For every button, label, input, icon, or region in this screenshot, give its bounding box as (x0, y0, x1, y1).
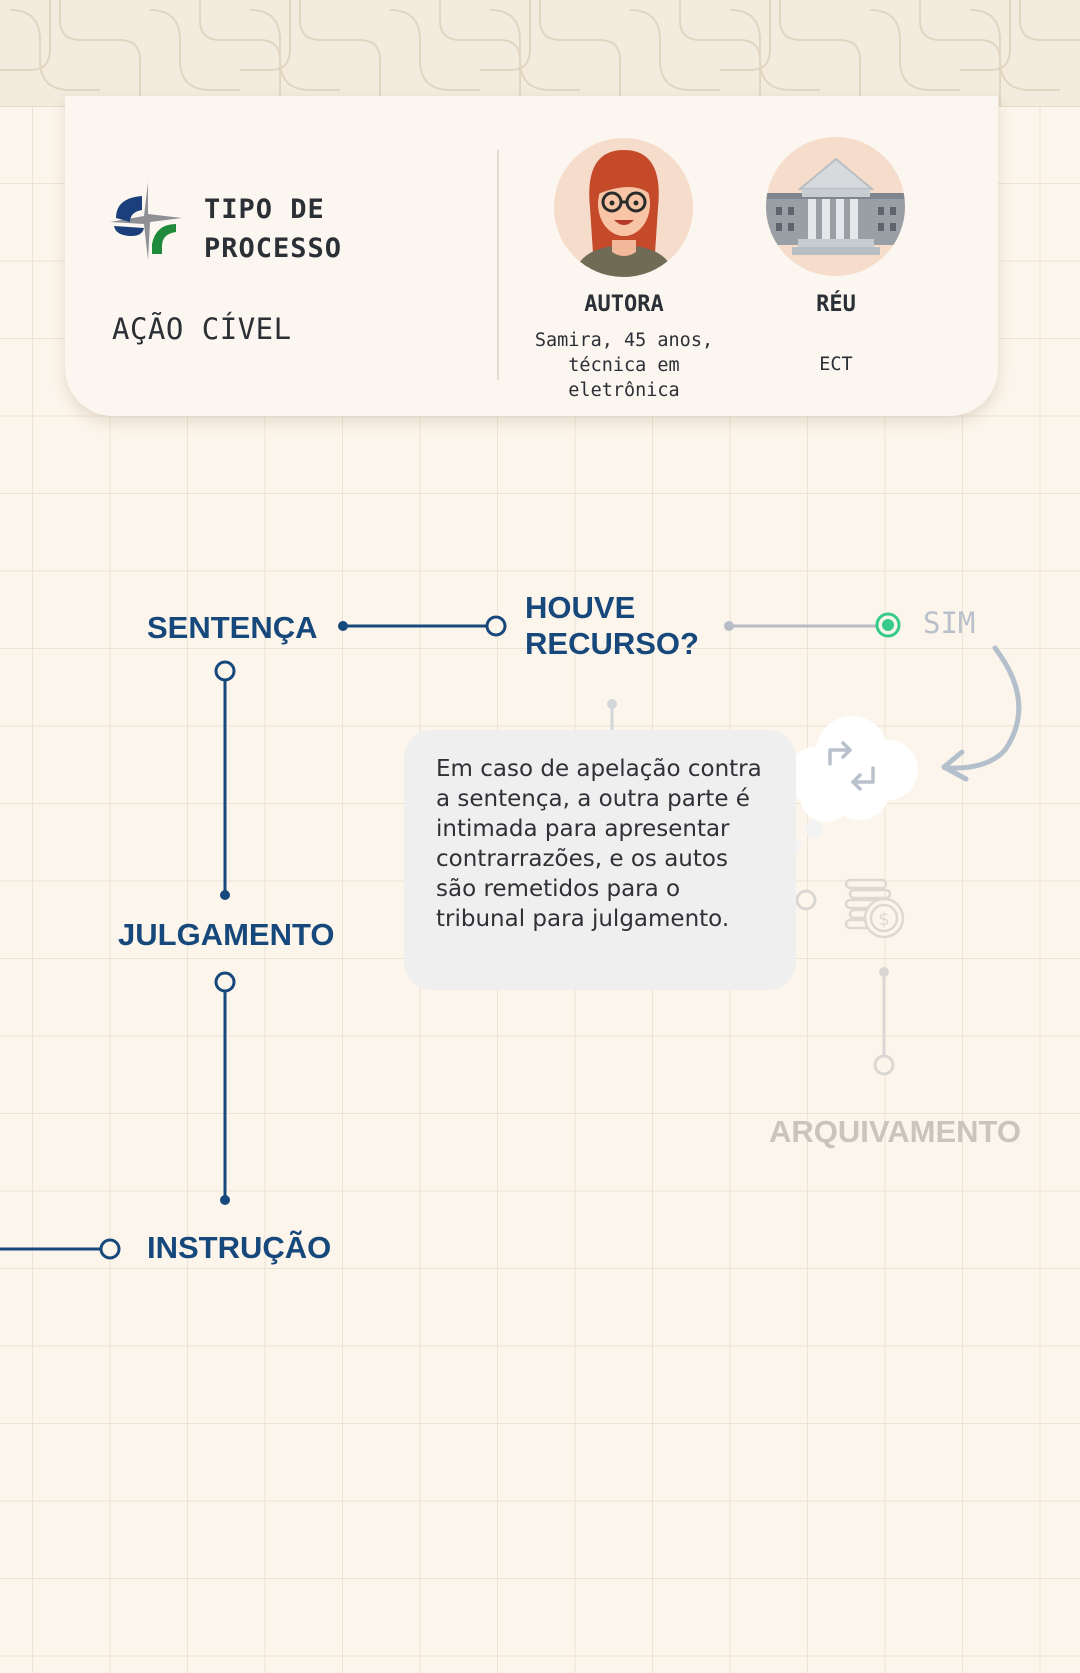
node-instrucao[interactable]: INSTRUÇÃO (147, 1230, 332, 1265)
connector-node-instrucao (99, 1238, 121, 1260)
woman-glasses-icon (554, 138, 693, 277)
process-type-value: AÇÃO CÍVEL (112, 312, 292, 346)
party-description-reu: ECT (819, 354, 853, 375)
svg-text:$: $ (878, 909, 889, 930)
coins-icon: $ (844, 878, 905, 939)
court-logo-icon (110, 182, 182, 260)
party-role-autora: AUTORA (584, 292, 664, 317)
node-arquivamento: ARQUIVAMENTO (769, 1114, 1022, 1149)
connector-node-sentenca (214, 660, 236, 682)
thought-cloud-icon (773, 716, 918, 866)
connector-dot (724, 621, 734, 631)
node-houve-recurso[interactable]: HOUVE RECURSO? (525, 590, 699, 661)
swap-arrows-icon (828, 741, 875, 791)
curved-arrow-icon (942, 645, 1022, 771)
process-type-title: TIPO DE PROCESSO (204, 194, 343, 264)
node-sentenca[interactable]: SENTENÇA (147, 610, 318, 645)
connector-node-recurso (485, 615, 507, 637)
connector-dot (338, 621, 348, 631)
courthouse-building-icon (766, 137, 905, 276)
party-role-reu: RÉU (816, 292, 856, 317)
sim-selected-dot (882, 619, 894, 631)
node-julgamento[interactable]: JULGAMENTO (118, 917, 335, 952)
connector-node-julgamento (214, 971, 236, 993)
option-sim[interactable]: SIM (923, 606, 976, 640)
explanation-tooltip: Em caso de apelação contra a sentença, a… (404, 730, 796, 990)
party-description-autora: Samira, 45 anos, técnica em eletrônica (534, 330, 714, 401)
tooltip-text: Em caso de apelação contra a sentença, a… (436, 756, 762, 932)
card-divider (497, 150, 499, 380)
decorative-pattern-band (0, 0, 1080, 107)
